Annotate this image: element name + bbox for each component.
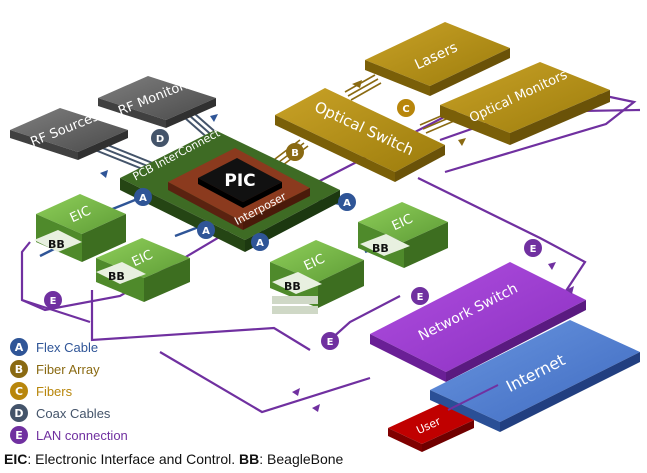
- bb-label-3: BB: [284, 280, 301, 293]
- svg-text:E: E: [50, 296, 57, 307]
- user-lan-line: [447, 384, 499, 411]
- legend-label: LAN connection: [36, 427, 128, 443]
- legend-label: Fibers: [36, 383, 73, 399]
- badge-b: B: [286, 143, 304, 161]
- badge-d: D: [151, 129, 169, 147]
- legend-item: C Fibers: [10, 380, 128, 402]
- bb-label-4: BB: [372, 242, 389, 255]
- rf-monitors-block: RF Monitors: [98, 76, 216, 128]
- svg-text:A: A: [256, 238, 264, 249]
- svg-text:A: A: [202, 226, 210, 237]
- legend-label: Flex Cable: [36, 339, 99, 355]
- badge-a: A: [134, 188, 152, 206]
- arrow-icon: [292, 388, 300, 396]
- bb-label-2: BB: [108, 270, 125, 283]
- badge-a: A: [197, 221, 215, 239]
- rf-sources-block: RF Sources: [10, 108, 128, 160]
- legend-badge: E: [10, 426, 28, 444]
- eic-stack-1: EIC BB: [34, 194, 126, 262]
- legend-item: B Fiber Array: [10, 358, 128, 380]
- svg-text:E: E: [327, 337, 334, 348]
- badge-c: C: [397, 99, 415, 117]
- eic-stack-3: EIC BB: [270, 240, 364, 314]
- legend-item: A Flex Cable: [10, 336, 128, 358]
- svg-text:C: C: [402, 104, 409, 115]
- footer-caption: EIC: Electronic Interface and Control. B…: [4, 451, 343, 467]
- arrow-icon: [100, 170, 108, 178]
- svg-text:A: A: [139, 193, 147, 204]
- arrow-icon: [352, 80, 362, 88]
- footer-eic-abbr: EIC: [4, 451, 28, 467]
- svg-text:B: B: [291, 148, 299, 159]
- svg-text:E: E: [530, 244, 537, 255]
- legend-badge: A: [10, 338, 28, 356]
- legend-label: Coax Cables: [36, 405, 111, 421]
- legend-item: D Coax Cables: [10, 402, 128, 424]
- svg-text:D: D: [156, 134, 164, 145]
- svg-text:A: A: [343, 198, 351, 209]
- svg-text:E: E: [417, 292, 424, 303]
- arrow-icon: [566, 286, 574, 294]
- legend-label: Fiber Array: [36, 361, 100, 377]
- badge-a: A: [251, 233, 269, 251]
- arrow-icon: [548, 262, 556, 270]
- footer-bb-abbr: BB: [239, 451, 260, 467]
- user-block: User: [388, 404, 474, 452]
- lasers-block: Lasers: [365, 22, 510, 96]
- pic-label: PIC: [224, 171, 255, 191]
- arrow-icon: [458, 138, 466, 146]
- legend-badge: D: [10, 404, 28, 422]
- pic-block: PIC: [198, 158, 282, 208]
- legend-badge: B: [10, 360, 28, 378]
- arrow-icon: [210, 114, 218, 122]
- eic-stack-4: EIC BB: [358, 202, 448, 268]
- badges: A A A A B C D E E E E: [44, 99, 542, 350]
- badge-a: A: [338, 193, 356, 211]
- flow-arrows: [100, 80, 574, 412]
- badge-e: E: [524, 239, 542, 257]
- arrow-icon: [312, 404, 320, 412]
- optical-switch-block: Optical Switch: [275, 88, 445, 182]
- legend-badge: C: [10, 382, 28, 400]
- badge-e: E: [44, 291, 62, 309]
- badge-e: E: [321, 332, 339, 350]
- internet-block: Internet: [430, 320, 640, 432]
- footer-eic-text: : Electronic Interface and Control.: [27, 451, 240, 467]
- badge-e: E: [411, 287, 429, 305]
- optical-monitors-block: Optical Monitors: [440, 62, 610, 145]
- footer-bb-text: : BeagleBone: [259, 451, 344, 467]
- eic-stack-2: EIC BB: [96, 238, 190, 302]
- bb-label-1: BB: [48, 238, 65, 251]
- legend-item: E LAN connection: [10, 424, 128, 446]
